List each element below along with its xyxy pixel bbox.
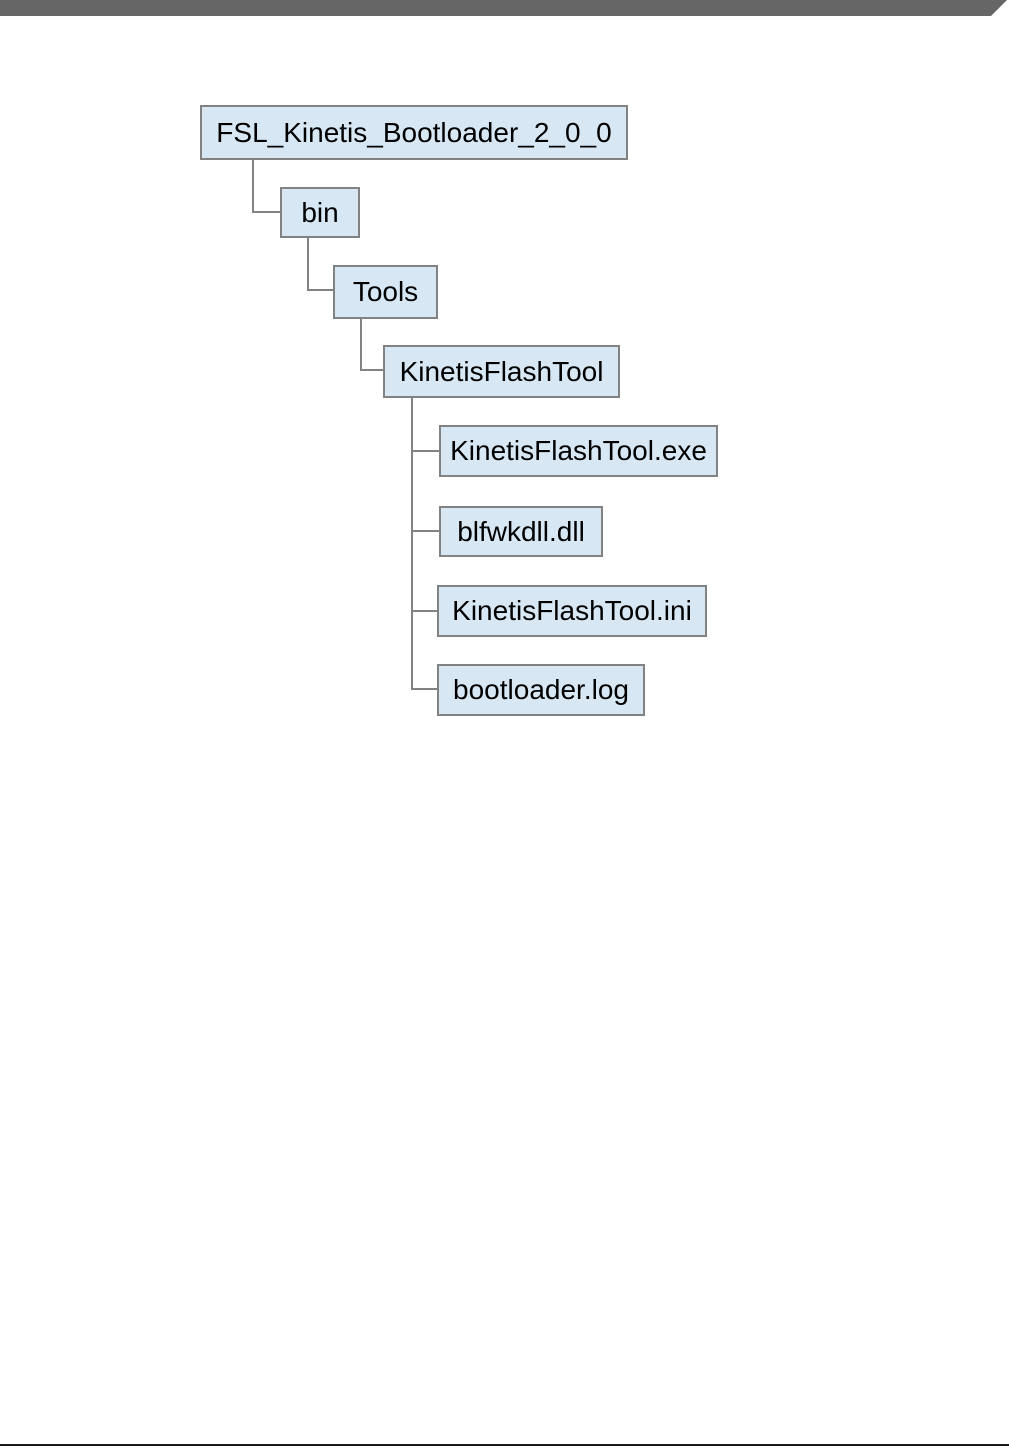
tree-node-label: KinetisFlashTool.exe	[450, 435, 707, 466]
tree-node-folder-tools: Tools	[333, 265, 438, 319]
tree-node-file-bootloader-log: bootloader.log	[437, 664, 645, 716]
connector-stub-log	[411, 688, 437, 690]
tree-node-folder-root: FSL_Kinetis_Bootloader_2_0_0	[200, 105, 628, 160]
tree-node-label: FSL_Kinetis_Bootloader_2_0_0	[216, 116, 612, 148]
tree-node-label: Tools	[352, 276, 419, 307]
tree-node-label: KinetisFlashTool	[399, 355, 604, 387]
tree-node-file-kinetisflashtool-exe: KinetisFlashTool.exe	[439, 425, 718, 477]
connector-root-to-bin	[252, 160, 280, 213]
footer-rule	[0, 1444, 1009, 1446]
connector-stub-exe	[413, 450, 439, 452]
tree-node-file-blfwkdll-dll: blfwkdll.dll	[439, 506, 603, 557]
tree-node-label: blfwkdll.dll	[457, 515, 585, 547]
tree-node-label: bootloader.log	[453, 674, 629, 705]
tree-node-folder-bin: bin	[280, 187, 360, 238]
connector-stub-dll	[413, 530, 439, 532]
tree-node-label: KinetisFlashTool.ini	[452, 595, 692, 626]
connector-flashtool-trunk	[411, 398, 413, 690]
connector-tools-to-flashtool	[360, 319, 383, 371]
tree-node-label: bin	[301, 196, 339, 228]
connector-stub-ini	[413, 610, 437, 612]
connector-bin-to-tools	[307, 238, 333, 291]
tree-node-folder-kinetisflashtool: KinetisFlashTool	[383, 345, 620, 398]
header-accent-bar	[0, 0, 1007, 16]
tree-node-file-kinetisflashtool-ini: KinetisFlashTool.ini	[437, 585, 707, 637]
